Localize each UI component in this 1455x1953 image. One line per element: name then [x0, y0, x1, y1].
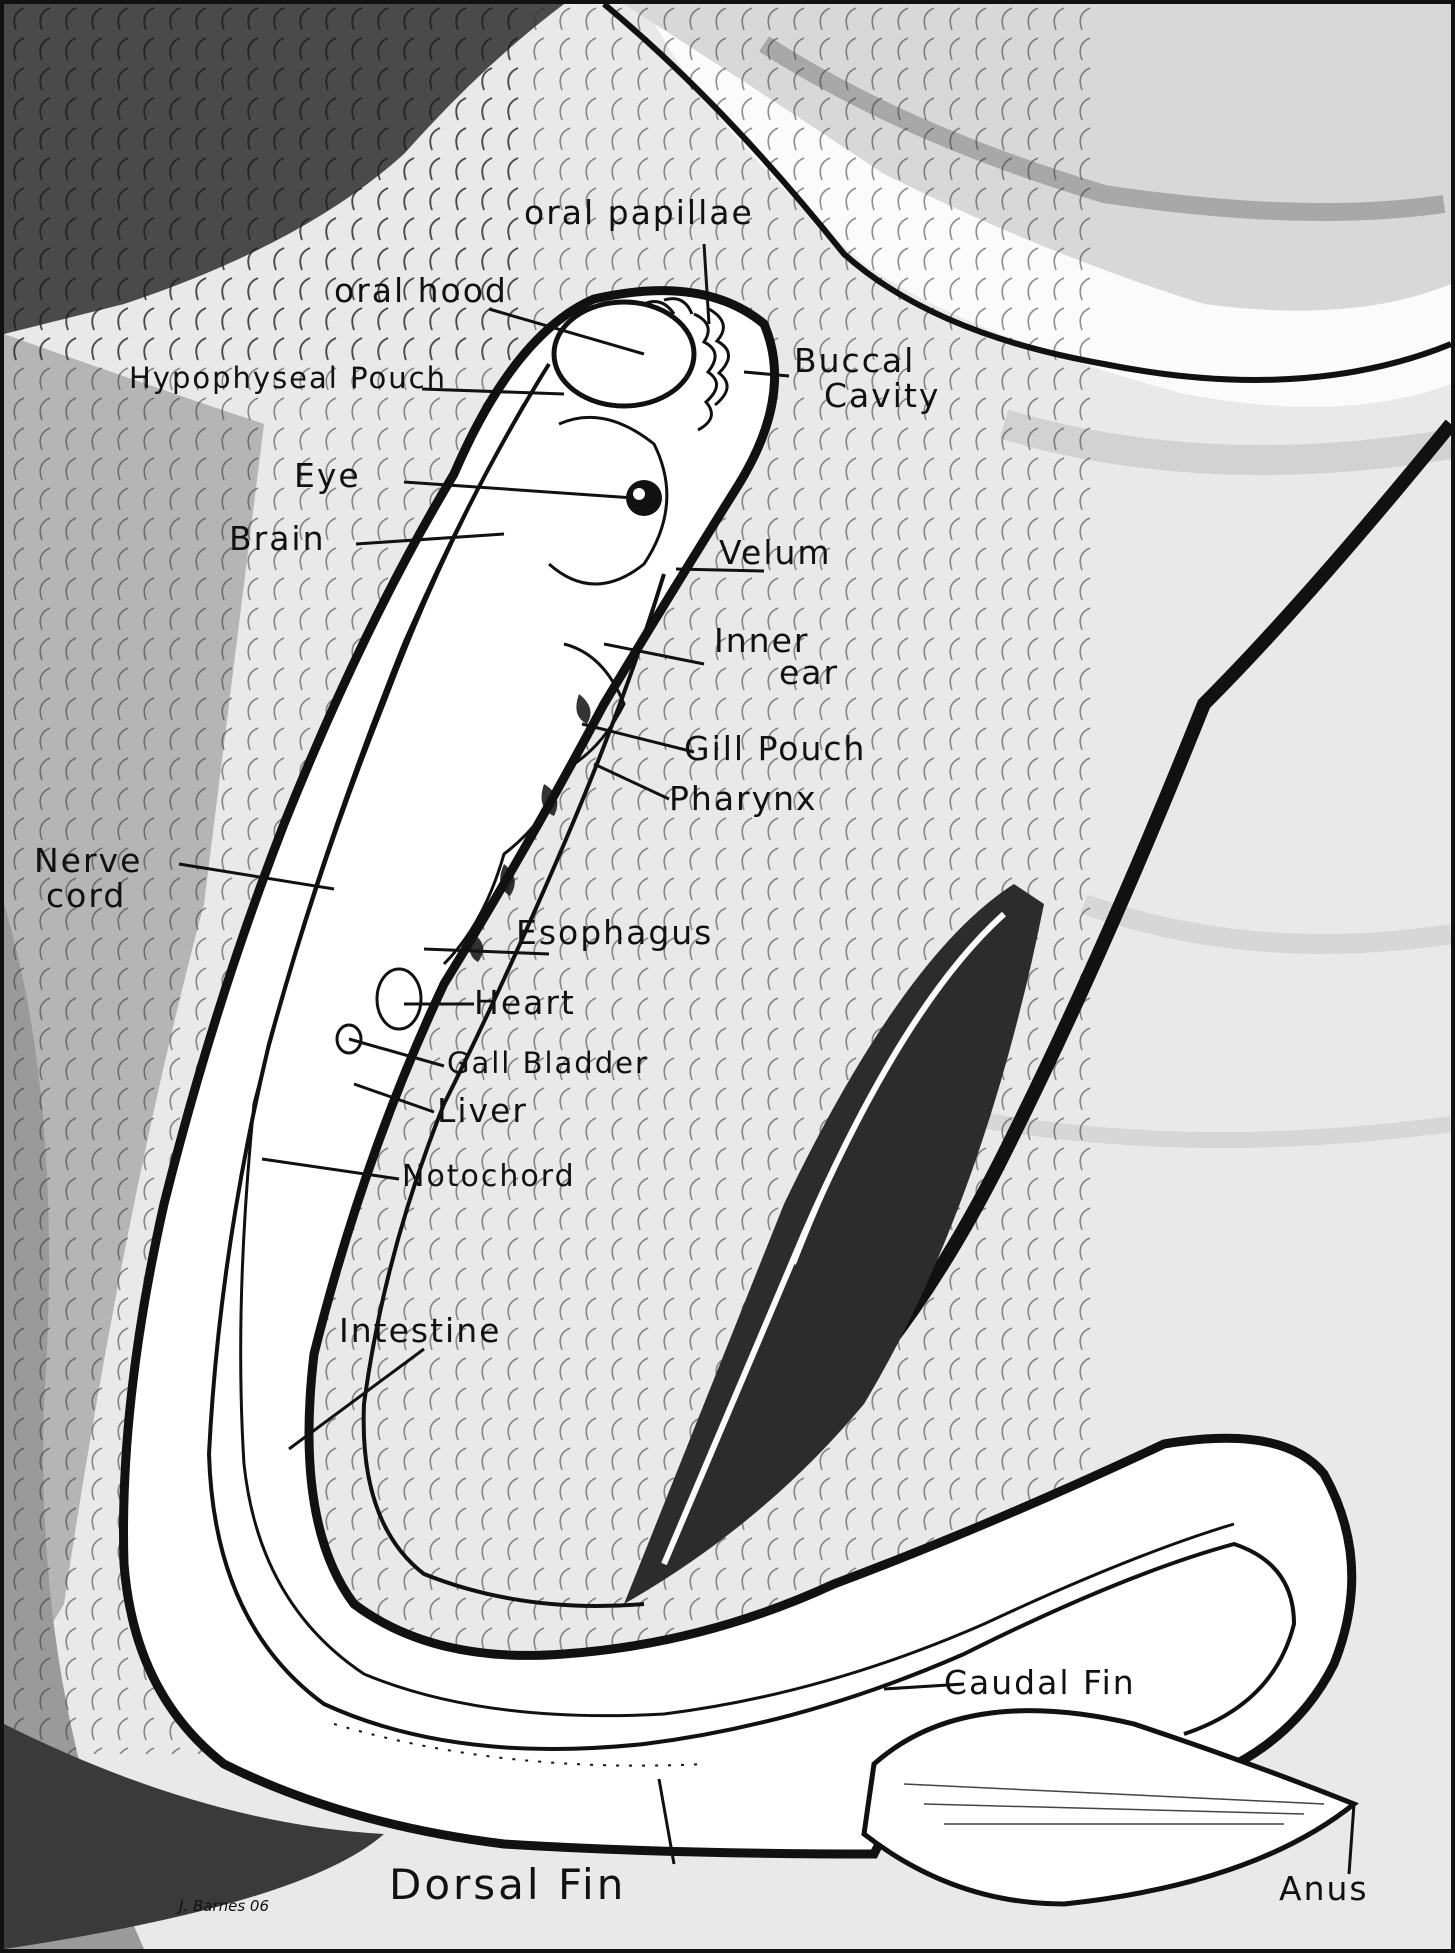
- label-hypophyseal-pouch: Hypophyseal Pouch: [129, 364, 447, 393]
- label-caudal-fin: Caudal Fin: [944, 1666, 1136, 1699]
- label-esophagus: Esophagus: [516, 916, 713, 949]
- label-nerve-cord-line1: Nerve: [34, 844, 142, 877]
- label-gill-pouch: Gill Pouch: [684, 732, 866, 765]
- label-anus: Anus: [1279, 1872, 1369, 1905]
- label-liver: Liver: [437, 1094, 528, 1127]
- artist-signature: J. Barnes 06: [179, 1899, 269, 1914]
- label-pharynx: Pharynx: [669, 782, 818, 815]
- label-eye: Eye: [294, 459, 361, 492]
- label-oral-hood: oral hood: [334, 274, 508, 307]
- label-velum: Velum: [719, 536, 832, 569]
- label-buccal-cavity-line2: Cavity: [824, 379, 940, 412]
- label-heart: Heart: [474, 986, 576, 1019]
- label-dorsal-fin: Dorsal Fin: [389, 1864, 626, 1906]
- label-notochord: Notochord: [402, 1162, 576, 1192]
- label-nerve-cord-line2: cord: [46, 879, 126, 912]
- lamprey-larva-drawing: [4, 4, 1451, 1949]
- label-buccal-cavity-line1: Buccal: [794, 344, 915, 377]
- label-oral-papillae: oral papillae: [524, 196, 754, 229]
- label-inner-ear-line2: ear: [779, 656, 839, 689]
- label-brain: Brain: [229, 522, 326, 555]
- label-gall-bladder: Gall Bladder: [447, 1049, 649, 1078]
- label-intestine: Intestine: [339, 1314, 501, 1347]
